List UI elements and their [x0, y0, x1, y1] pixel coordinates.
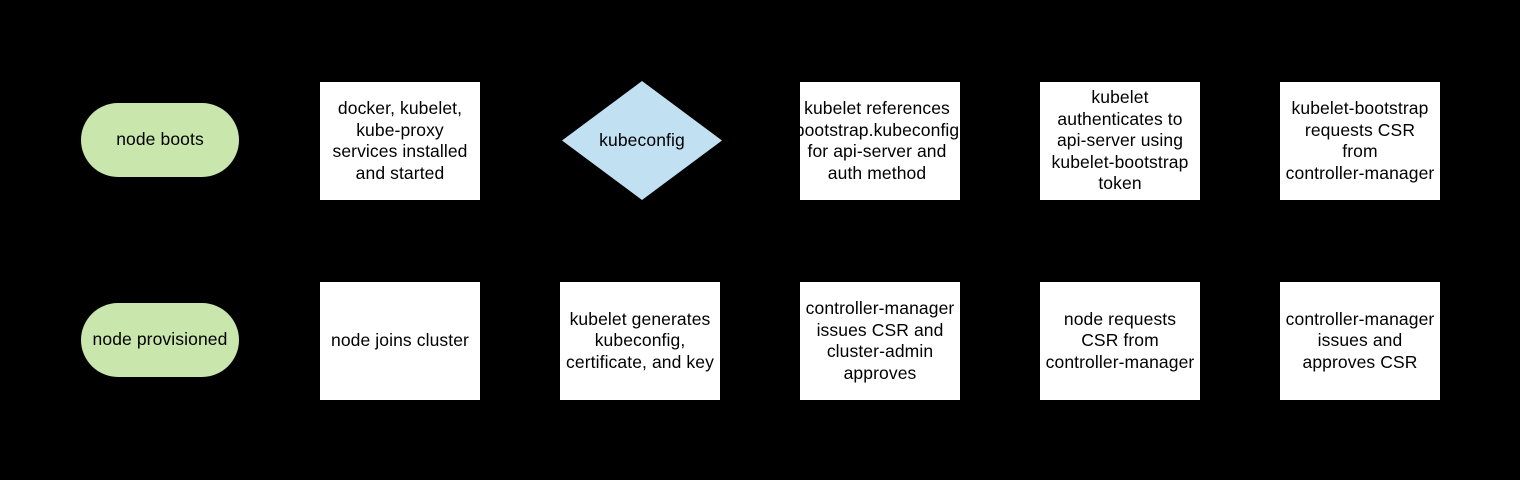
flow-node-label: controller-manager issues CSR and cluste…: [805, 298, 955, 383]
flow-node-label: controller-manager issues and approves C…: [1285, 308, 1435, 372]
flow-node-label: kubelet references bootstrap.kubeconfig …: [794, 98, 960, 183]
flow-node-cm-issues-approves[interactable]: controller-manager issues and approves C…: [1280, 282, 1440, 400]
flow-node-label: kubelet generates kubeconfig, certificat…: [566, 308, 714, 372]
flow-node-label: node joins cluster: [331, 330, 469, 351]
flow-node-kubeconfig-decision[interactable]: kubeconfig: [562, 81, 722, 200]
flow-node-label: kubelet-bootstrap requests CSR from cont…: [1285, 98, 1435, 183]
flow-node-kubelet-references-bootstrap[interactable]: kubelet references bootstrap.kubeconfig …: [795, 82, 960, 200]
flow-node-label: node requests CSR from controller-manage…: [1045, 308, 1195, 372]
flow-node-label: kubelet authenticates to api-server usin…: [1051, 87, 1189, 194]
flow-node-node-requests-csr[interactable]: node requests CSR from controller-manage…: [1040, 282, 1200, 400]
flow-node-label: kubeconfig: [599, 129, 685, 150]
flow-node-kubelet-bootstrap-requests-csr[interactable]: kubelet-bootstrap requests CSR from cont…: [1280, 82, 1440, 200]
flow-node-label: node provisioned: [92, 329, 228, 350]
flow-node-kubelet-authenticates[interactable]: kubelet authenticates to api-server usin…: [1040, 82, 1200, 200]
flow-node-node-joins-cluster[interactable]: node joins cluster: [320, 282, 480, 400]
flow-node-services-installed[interactable]: docker, kubelet, kube-proxy services ins…: [320, 82, 480, 200]
flow-node-label: docker, kubelet, kube-proxy services ins…: [332, 98, 468, 183]
flow-node-cm-issues-csr[interactable]: controller-manager issues CSR and cluste…: [800, 282, 960, 400]
flow-node-node-provisioned[interactable]: node provisioned: [81, 303, 239, 377]
flow-node-node-boots[interactable]: node boots: [81, 103, 239, 177]
flow-node-kubelet-generates[interactable]: kubelet generates kubeconfig, certificat…: [560, 282, 720, 400]
flow-node-label: node boots: [116, 129, 204, 150]
